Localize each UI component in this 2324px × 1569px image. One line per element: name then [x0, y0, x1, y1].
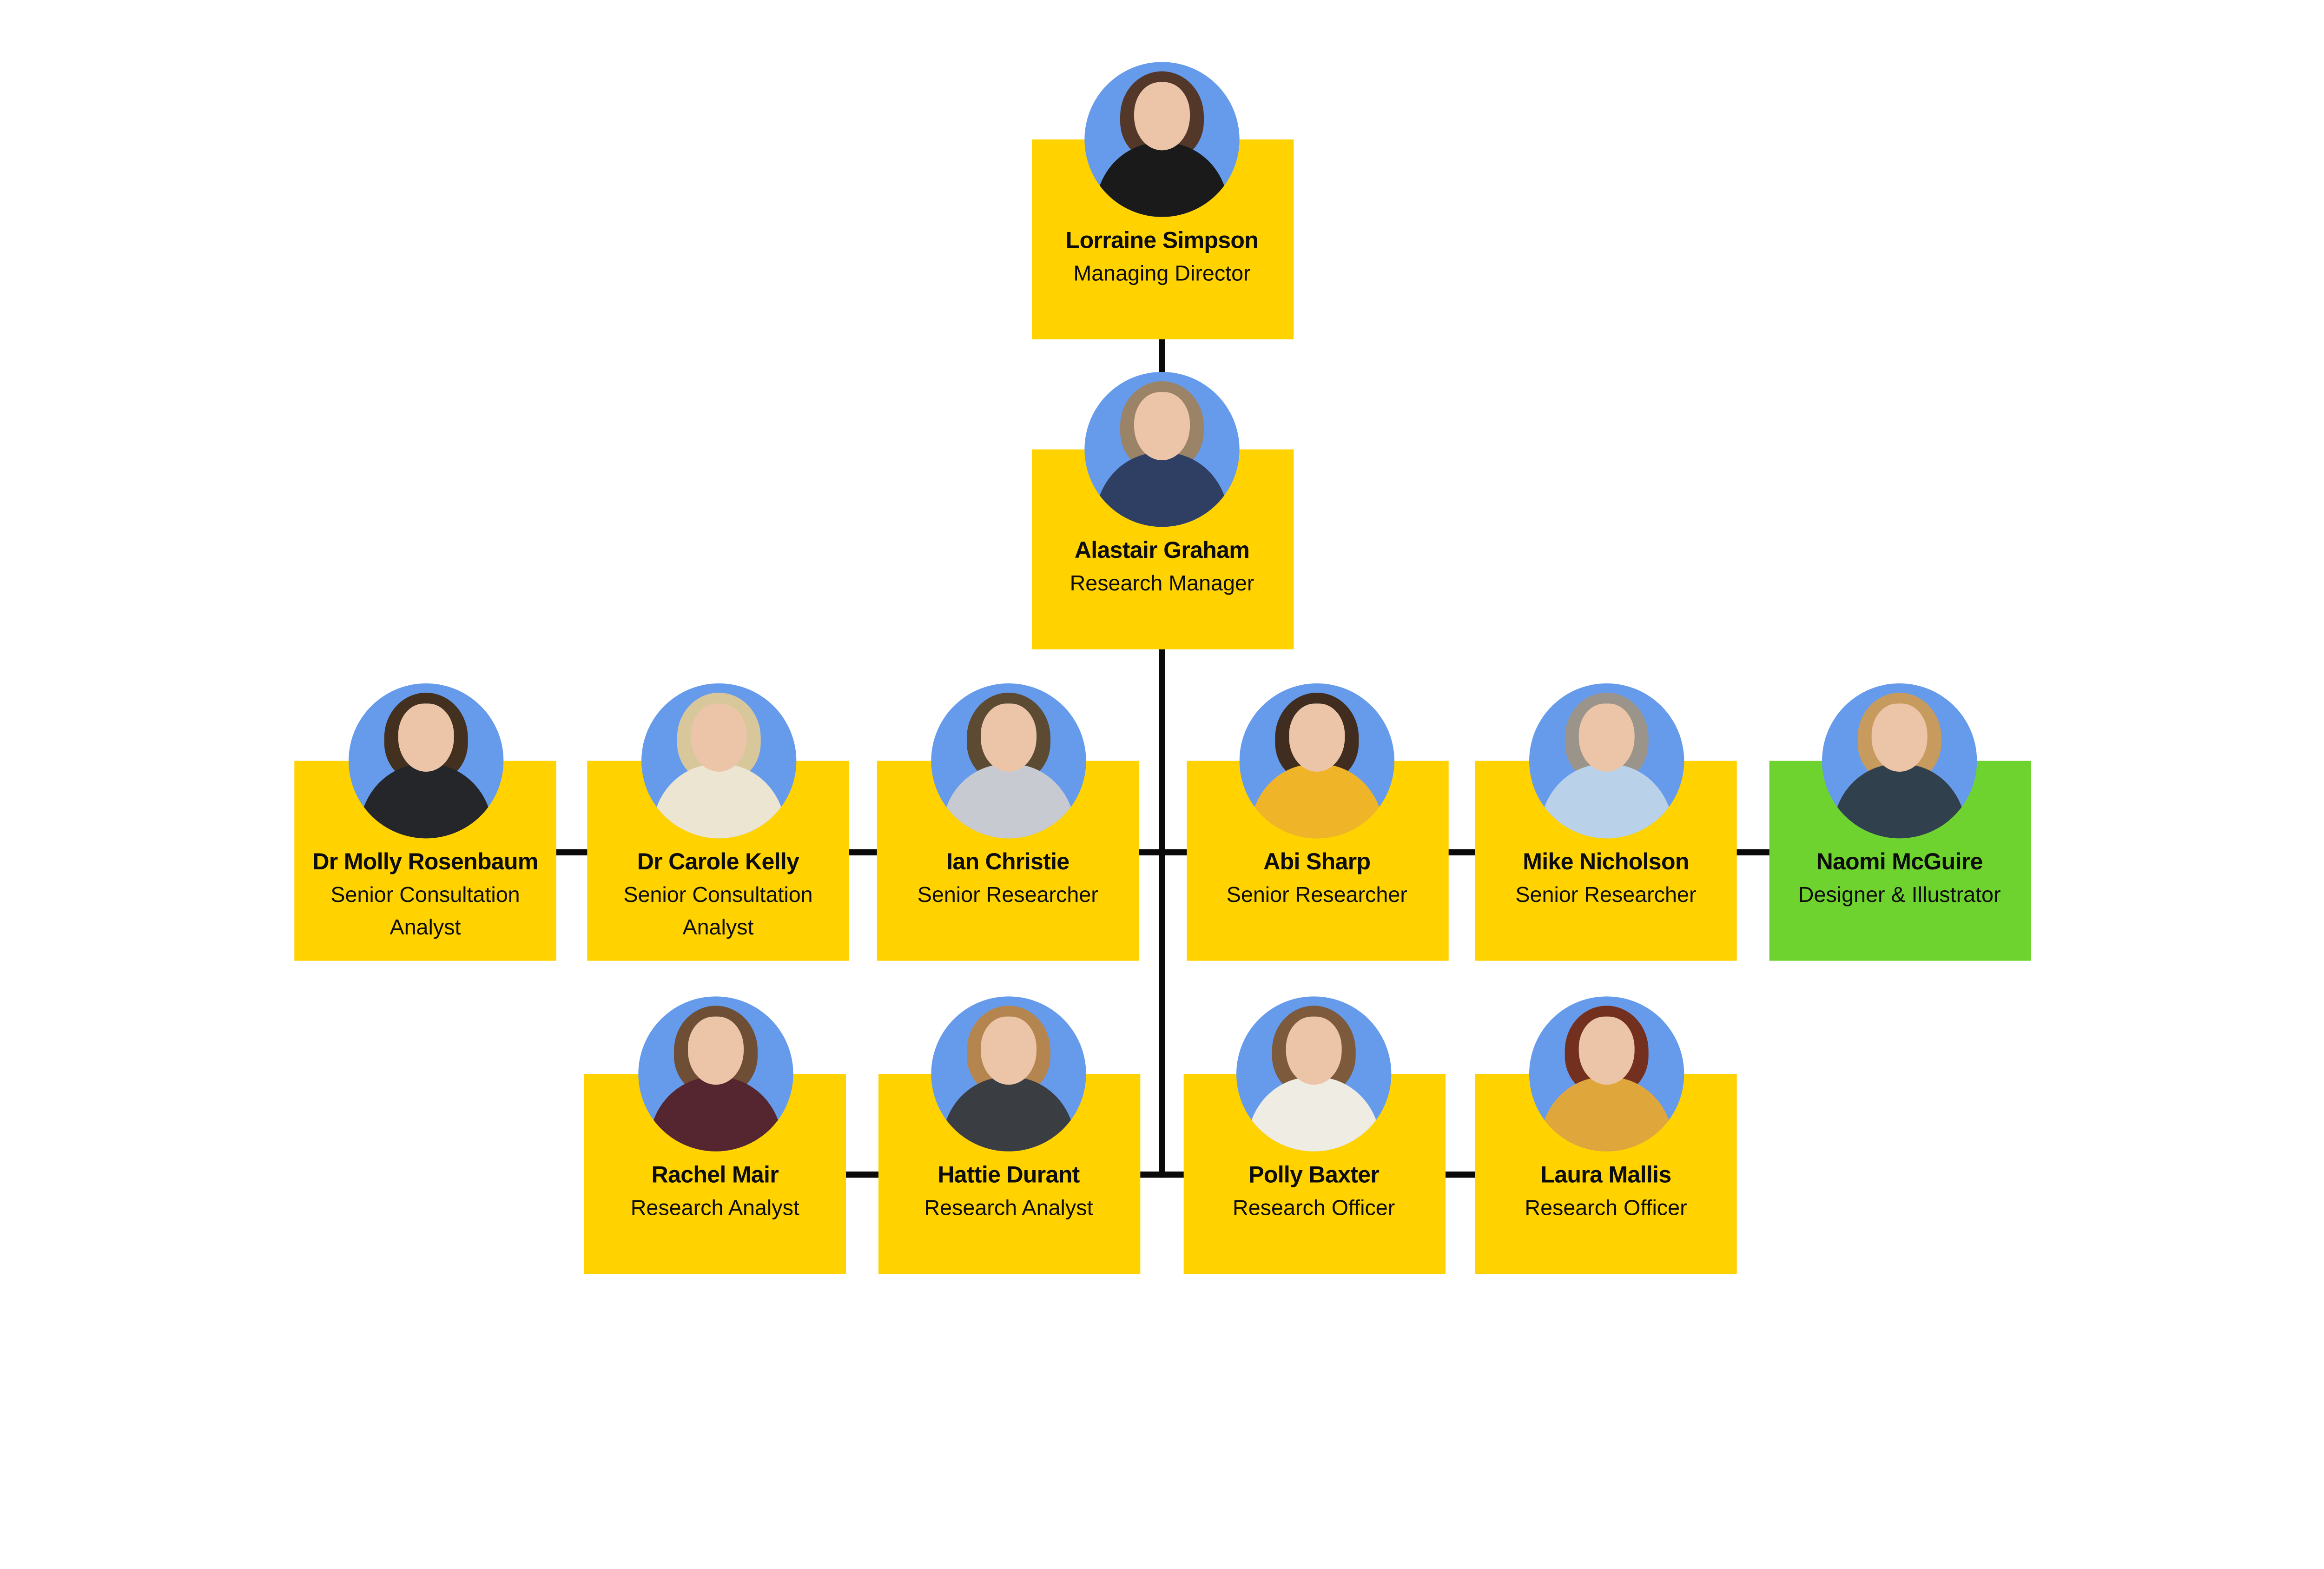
- connector-row3-horizontal: [424, 849, 1901, 855]
- person-title: Designer & Illustrator: [1798, 881, 2001, 907]
- person-label: Lorraine Simpson Managing Director: [1037, 225, 1287, 290]
- person-avatar: [1822, 683, 1977, 839]
- avatar-shoulders-shape: [1247, 1077, 1380, 1152]
- person-card: Naomi McGuire Designer & Illustrator: [1769, 683, 2031, 961]
- person-title: Managing Director: [1073, 260, 1251, 285]
- person-avatar: [637, 996, 792, 1152]
- person-avatar: [931, 996, 1086, 1152]
- person-name: Laura Mallis: [1540, 1162, 1671, 1189]
- org-chart: Lorraine Simpson Managing Director Alast…: [294, 62, 2031, 1274]
- person-name: Ian Christie: [946, 849, 1070, 876]
- avatar-shoulders-shape: [651, 764, 785, 839]
- avatar-shoulders-shape: [942, 1077, 1076, 1152]
- person-card: Mike Nicholson Senior Researcher: [1475, 683, 1737, 961]
- avatar-face-shape: [690, 703, 746, 772]
- person-name: Abi Sharp: [1263, 849, 1371, 876]
- person-card: Polly Baxter Research Officer: [1183, 996, 1445, 1274]
- person-avatar: [640, 683, 796, 839]
- person-title: Research Manager: [1070, 570, 1254, 595]
- avatar-face-shape: [1578, 1016, 1634, 1085]
- person-name: Polly Baxter: [1248, 1162, 1380, 1189]
- person-avatar: [1528, 996, 1684, 1152]
- person-card: Rachel Mair Research Analyst: [584, 996, 846, 1274]
- avatar-face-shape: [397, 703, 453, 772]
- connector-trunk-vertical: [1159, 649, 1165, 1178]
- avatar-shoulders-shape: [941, 764, 1075, 839]
- avatar-shoulders-shape: [1095, 142, 1229, 217]
- avatar-face-shape: [687, 1016, 743, 1085]
- person-label: Hattie Durant Research Analyst: [884, 1159, 1134, 1224]
- avatar-face-shape: [980, 703, 1036, 772]
- person-name: Dr Carole Kelly: [637, 849, 799, 876]
- person-name: Alastair Graham: [1074, 537, 1250, 564]
- person-card: Dr Molly Rosenbaum Senior Consultation A…: [294, 683, 556, 961]
- person-name: Mike Nicholson: [1523, 849, 1689, 876]
- person-card: Hattie Durant Research Analyst: [878, 996, 1140, 1274]
- person-card: Ian Christie Senior Researcher: [877, 683, 1139, 961]
- person-avatar: [1239, 683, 1394, 839]
- person-title: Research Analyst: [630, 1195, 799, 1220]
- person-title: Senior Researcher: [1515, 881, 1697, 907]
- person-card: Laura Mallis Research Officer: [1475, 996, 1737, 1274]
- avatar-face-shape: [1871, 703, 1928, 772]
- person-title: Senior Consultation Analyst: [330, 881, 520, 939]
- person-card: Lorraine Simpson Managing Director: [1031, 62, 1293, 339]
- avatar-face-shape: [1289, 703, 1345, 772]
- person-label: Ian Christie Senior Researcher: [883, 846, 1133, 911]
- person-label: Mike Nicholson Senior Researcher: [1481, 846, 1731, 911]
- avatar-face-shape: [1286, 1016, 1342, 1085]
- avatar-shoulders-shape: [1250, 764, 1384, 839]
- person-card: Alastair Graham Research Manager: [1031, 372, 1293, 649]
- person-label: Dr Carole Kelly Senior Consultation Anal…: [594, 846, 843, 944]
- avatar-shoulders-shape: [1539, 764, 1673, 839]
- person-avatar: [1528, 683, 1684, 839]
- person-avatar: [348, 683, 503, 839]
- person-card: Dr Carole Kelly Senior Consultation Anal…: [587, 683, 849, 961]
- person-name: Naomi McGuire: [1816, 849, 1983, 876]
- avatar-shoulders-shape: [648, 1077, 782, 1152]
- avatar-face-shape: [981, 1016, 1037, 1085]
- person-title: Research Officer: [1233, 1195, 1395, 1220]
- person-name: Hattie Durant: [938, 1162, 1080, 1189]
- avatar-shoulders-shape: [1539, 1077, 1673, 1152]
- connector-row4-horizontal: [714, 1172, 1607, 1177]
- avatar-shoulders-shape: [358, 764, 492, 839]
- avatar-face-shape: [1134, 82, 1190, 151]
- person-title: Research Analyst: [924, 1195, 1093, 1220]
- person-name: Dr Molly Rosenbaum: [312, 849, 538, 876]
- person-avatar: [1084, 372, 1240, 527]
- person-label: Alastair Graham Research Manager: [1037, 535, 1287, 600]
- person-label: Naomi McGuire Designer & Illustrator: [1775, 846, 2024, 911]
- person-name: Lorraine Simpson: [1065, 228, 1259, 254]
- person-label: Polly Baxter Research Officer: [1189, 1159, 1439, 1224]
- person-label: Laura Mallis Research Officer: [1481, 1159, 1731, 1224]
- person-label: Rachel Mair Research Analyst: [590, 1159, 840, 1224]
- person-avatar: [1236, 996, 1392, 1152]
- person-title: Senior Researcher: [917, 881, 1098, 907]
- avatar-shoulders-shape: [1833, 764, 1966, 839]
- person-card: Abi Sharp Senior Researcher: [1186, 683, 1448, 961]
- person-avatar: [930, 683, 1085, 839]
- person-label: Dr Molly Rosenbaum Senior Consultation A…: [301, 846, 550, 944]
- person-title: Senior Researcher: [1226, 881, 1407, 907]
- avatar-shoulders-shape: [1095, 452, 1229, 527]
- person-title: Senior Consultation Analyst: [623, 881, 813, 939]
- avatar-face-shape: [1134, 392, 1190, 460]
- avatar-face-shape: [1578, 703, 1634, 772]
- person-title: Research Officer: [1525, 1195, 1687, 1220]
- person-label: Abi Sharp Senior Researcher: [1192, 846, 1442, 911]
- person-name: Rachel Mair: [651, 1162, 779, 1189]
- person-avatar: [1084, 62, 1240, 217]
